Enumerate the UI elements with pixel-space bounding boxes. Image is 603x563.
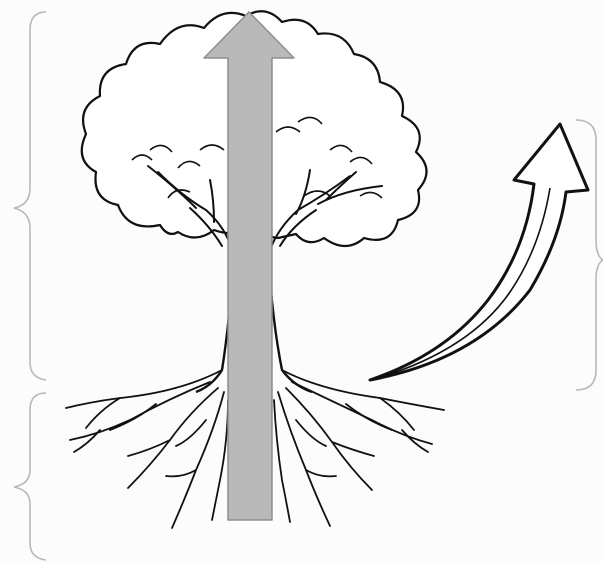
brace-right [576,120,603,390]
brace-left-top [14,12,46,380]
brace-left-bottom [14,393,46,560]
